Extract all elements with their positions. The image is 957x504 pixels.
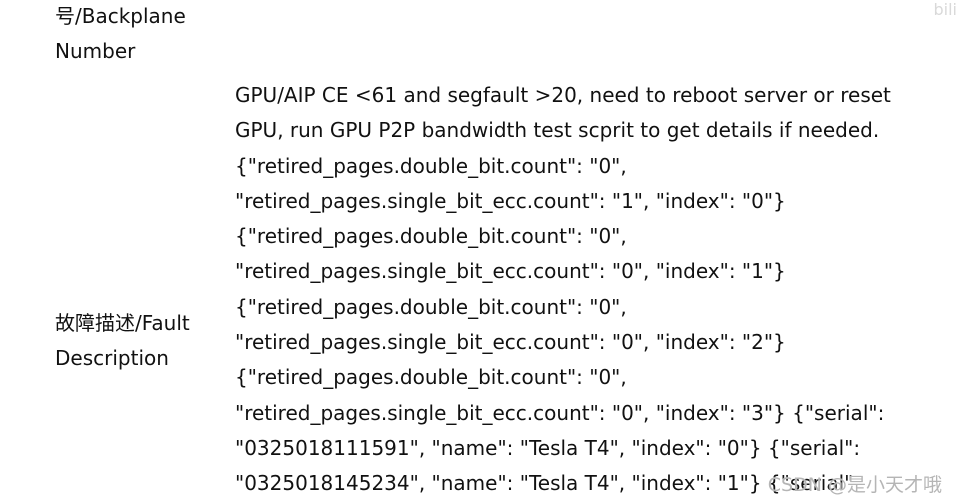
bilibili-watermark: bili [933, 0, 957, 19]
fault-description-label: 故障描述/Fault Description [55, 306, 190, 376]
backplane-number-label: 号/Backplane Number [55, 0, 186, 69]
backplane-label-line2: Number [55, 39, 136, 63]
description-line: {"retired_pages.double_bit.count": "0", [235, 365, 627, 390]
description-line: "retired_pages.single_bit_ecc.count": "0… [235, 259, 786, 284]
fault-description-text: GPU/AIP CE <61 and segfault >20, need to… [235, 78, 891, 502]
description-line: "retired_pages.single_bit_ecc.count": "0… [235, 400, 885, 425]
description-line: GPU/AIP CE <61 and segfault >20, need to… [235, 83, 891, 107]
backplane-label-line1: 号/Backplane [55, 4, 186, 28]
description-line: {"retired_pages.double_bit.count": "0", [235, 294, 627, 319]
description-line: GPU, run GPU P2P bandwidth test scprit t… [235, 118, 880, 143]
fault-label-line1: 故障描述/Fault [55, 311, 190, 335]
csdn-watermark: CSDN @是小天才哦 [767, 474, 942, 496]
description-line: "retired_pages.single_bit_ecc.count": "1… [235, 188, 786, 213]
description-line: "retired_pages.single_bit_ecc.count": "0… [235, 330, 786, 355]
description-line: {"retired_pages.double_bit.count": "0", [235, 224, 627, 249]
description-line: {"retired_pages.double_bit.count": "0", [235, 153, 627, 178]
fault-label-line2: Description [55, 346, 169, 370]
description-line: "0325018111591", "name": "Tesla T4", "in… [235, 435, 861, 460]
description-line: "0325018145234", "name": "Tesla T4", "in… [235, 471, 854, 496]
